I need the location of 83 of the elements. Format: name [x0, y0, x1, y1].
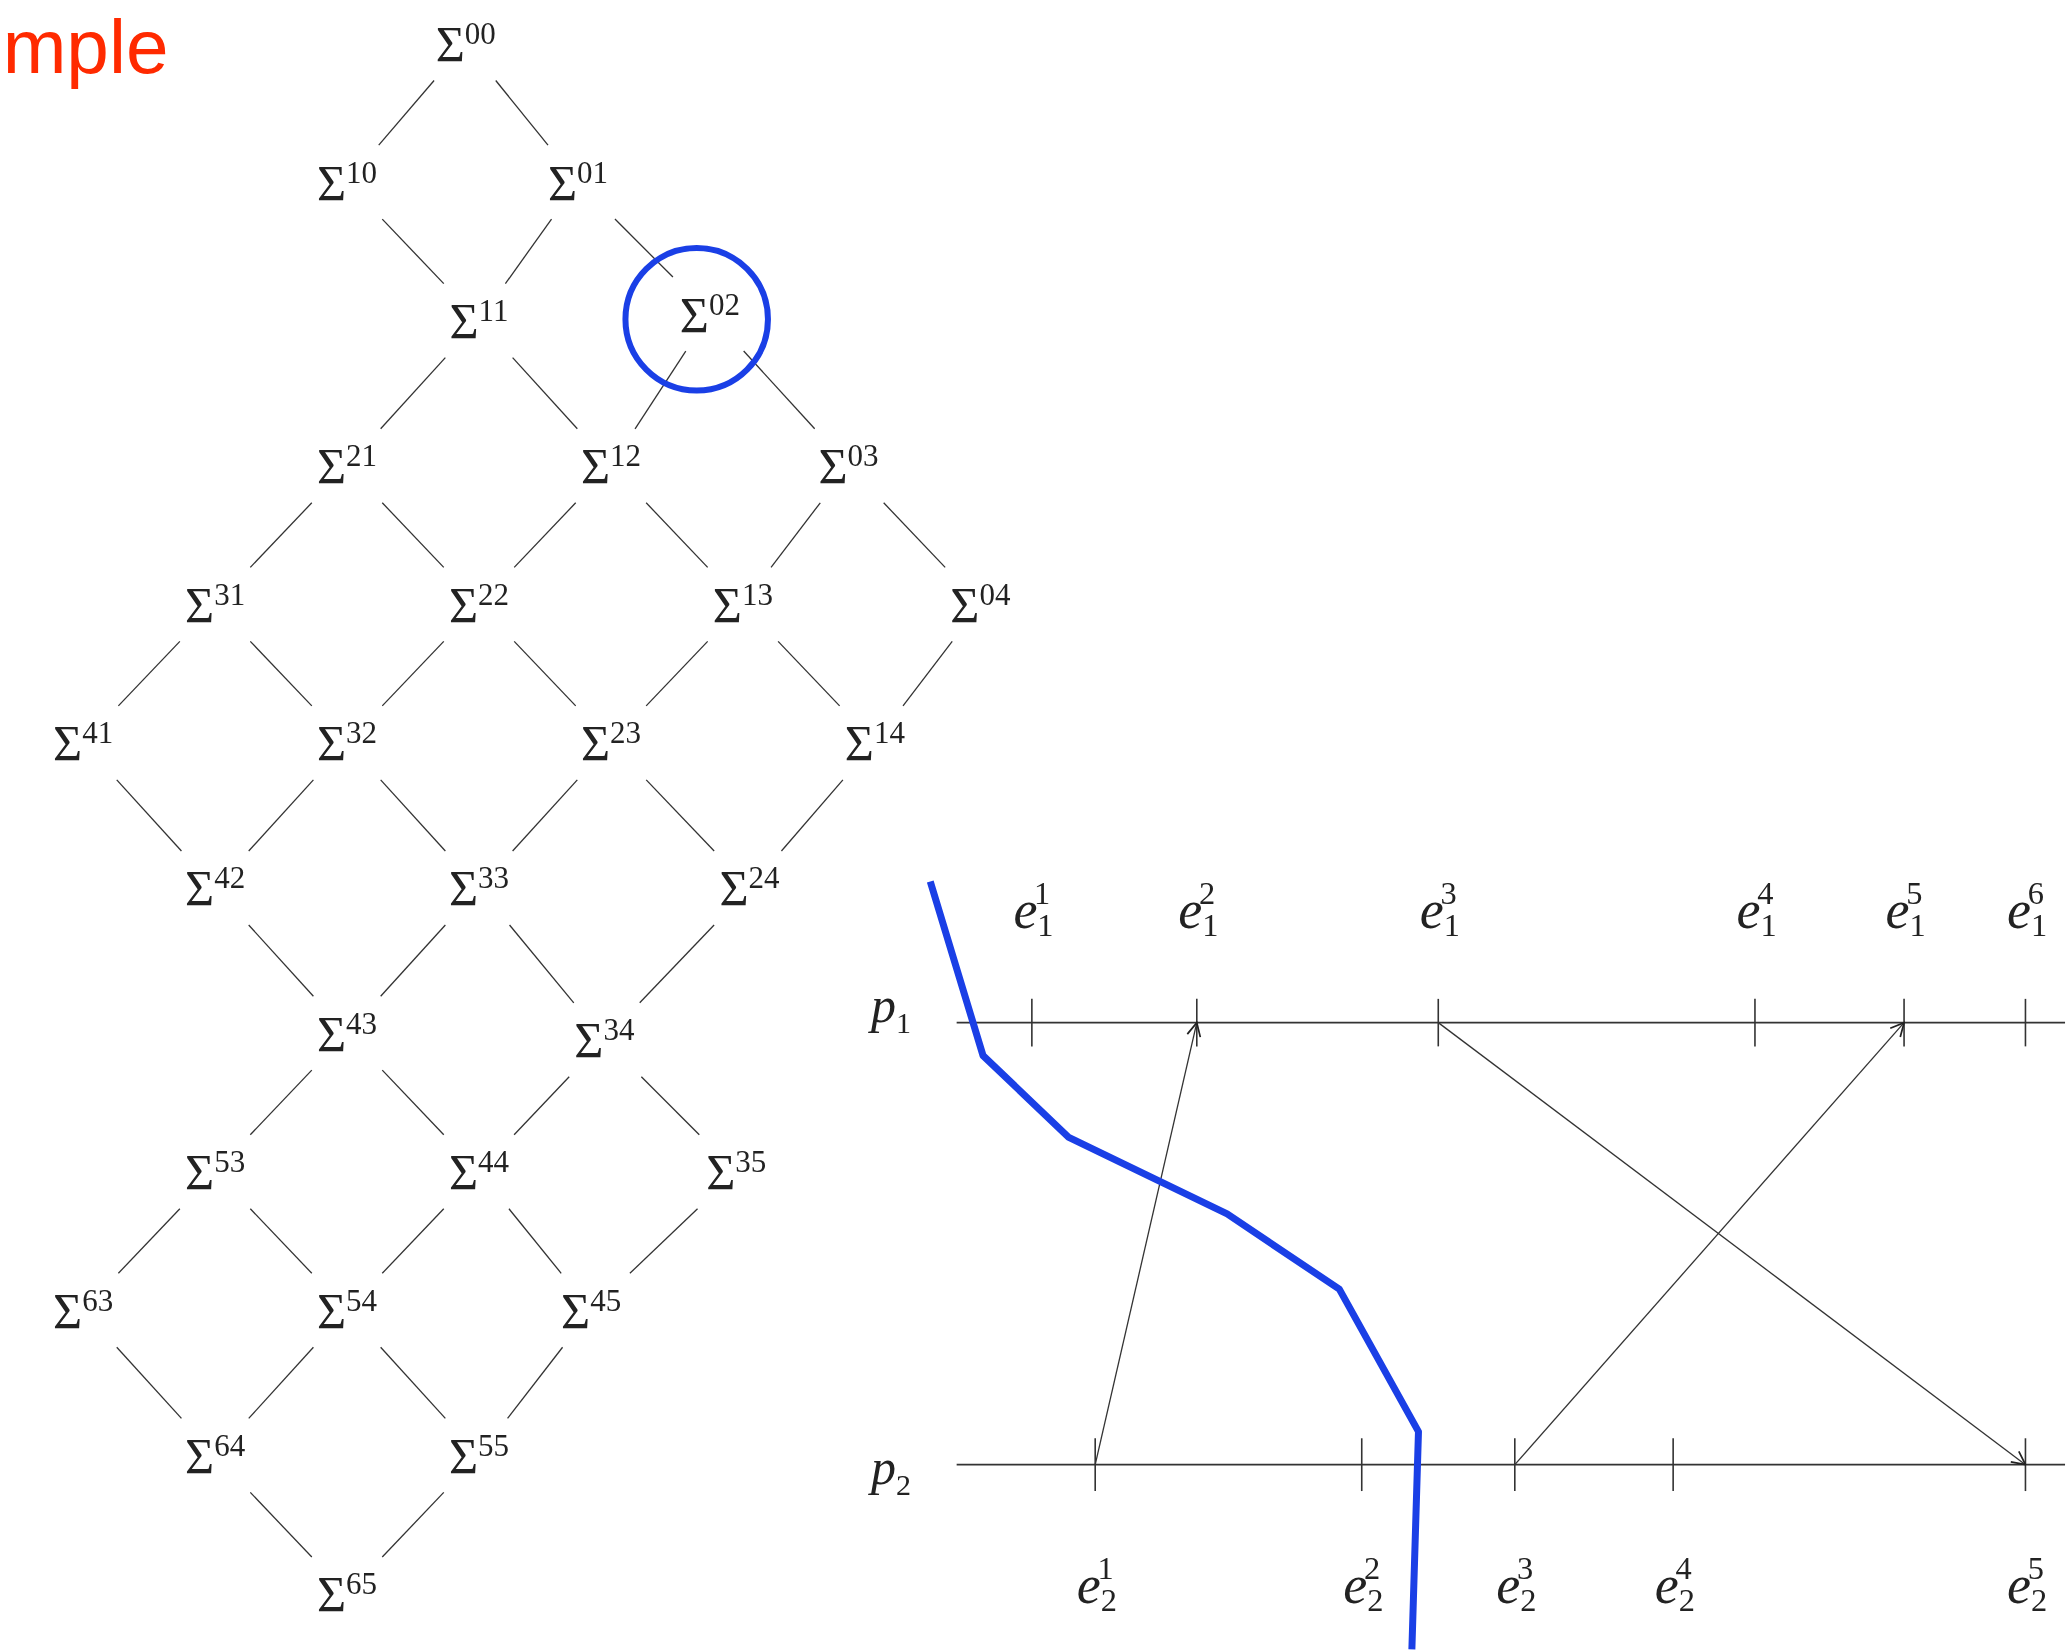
state-label: Σ$^{03}$	[793, 432, 904, 499]
lattice-line	[495, 79, 549, 146]
lattice-line	[381, 640, 445, 707]
message-arrow	[1437, 1021, 2027, 1466]
lattice-line	[380, 779, 446, 852]
lattice-line	[902, 640, 953, 707]
lattice-line	[249, 502, 313, 568]
lattice-line	[640, 1076, 700, 1136]
state-label: Σ$^{24}$	[694, 855, 805, 921]
state-label: Σ$^{22}$	[423, 571, 535, 638]
state-label: Σ$^{65}$	[291, 1561, 403, 1627]
state-label: Σ$^{63}$	[27, 1277, 139, 1344]
message-arrow	[1514, 1021, 1905, 1466]
state-label: Σ$^{64}$	[159, 1422, 271, 1489]
lattice-line	[511, 779, 578, 852]
lattice-line	[249, 1208, 313, 1274]
state-label: Σ$^{31}$	[159, 571, 271, 638]
lattice-line	[381, 218, 445, 285]
state-label: Σ$^{14}$	[819, 709, 931, 776]
process-label: p$_{2}$	[870, 1438, 911, 1503]
lattice-line	[381, 1491, 445, 1558]
state-label: Σ$^{42}$	[159, 855, 271, 921]
state-label: Σ$^{53}$	[159, 1138, 271, 1205]
state-label: Σ$^{35}$	[680, 1138, 792, 1205]
state-label: Σ$^{44}$	[423, 1138, 535, 1205]
state-label: Σ$^{55}$	[423, 1422, 535, 1489]
lattice-line	[511, 357, 578, 430]
state-label: Σ$^{04}$	[924, 571, 1036, 638]
lattice-line	[513, 640, 577, 707]
lattice-line	[639, 924, 715, 1004]
state-label: Σ$^{10}$	[291, 149, 403, 216]
lattice-line	[645, 779, 715, 852]
lattice-line	[614, 218, 674, 278]
lattice-line	[248, 924, 315, 997]
lattice-line	[381, 1069, 445, 1136]
state-label: Σ$^{33}$	[423, 855, 535, 921]
lattice-line	[249, 1069, 313, 1136]
lattice-line	[513, 1076, 570, 1136]
state-label: Σ$^{34}$	[548, 1006, 660, 1073]
lattice-line	[248, 779, 315, 852]
lattice-line	[777, 640, 841, 707]
lattice-line	[378, 79, 435, 146]
message-arrow	[1094, 1021, 1202, 1466]
state-label: Σ$^{43}$	[291, 1000, 403, 1067]
lattice-line	[513, 502, 577, 568]
lattice-line	[117, 1208, 181, 1274]
lattice-line	[249, 1491, 313, 1558]
lattice-line	[380, 924, 446, 997]
lattice-line	[380, 1346, 446, 1420]
lattice-line	[770, 502, 821, 568]
lattice-line	[645, 640, 709, 707]
state-label: Σ$^{12}$	[555, 432, 667, 499]
lattice-line	[381, 1208, 445, 1274]
process-label: p$_{1}$	[870, 976, 911, 1041]
lattice-line	[645, 502, 709, 568]
lattice-line	[117, 640, 181, 707]
state-label: Σ$^{54}$	[291, 1277, 403, 1344]
lattice-line	[629, 1208, 699, 1274]
state-label: Σ$^{02}$	[654, 281, 766, 347]
lattice-line	[883, 502, 946, 568]
lattice-line	[508, 924, 575, 1004]
state-label: Σ$^{13}$	[687, 571, 799, 638]
lattice-line	[506, 1346, 564, 1420]
lattice-line	[508, 1208, 562, 1274]
state-label: Σ$^{32}$	[291, 709, 403, 776]
lattice-line	[780, 779, 844, 852]
title-fragment: mple	[2, 2, 169, 91]
lattice-line	[504, 218, 553, 285]
state-label: Σ$^{01}$	[522, 149, 634, 216]
state-label: Σ$^{41}$	[27, 709, 139, 776]
state-label: Σ$^{11}$	[423, 287, 535, 354]
lattice-line	[248, 1346, 315, 1420]
lattice-line	[634, 350, 687, 430]
lattice-line	[116, 779, 183, 852]
lattice-line	[116, 1346, 183, 1420]
lattice-line	[380, 357, 446, 430]
state-label: Σ$^{45}$	[535, 1277, 647, 1344]
state-label: Σ$^{00}$	[410, 10, 522, 77]
lattice-line	[743, 350, 816, 430]
state-label: Σ$^{21}$	[291, 432, 403, 499]
lattice-line	[381, 502, 445, 568]
state-label: Σ$^{23}$	[555, 709, 667, 776]
lattice-line	[249, 640, 313, 707]
